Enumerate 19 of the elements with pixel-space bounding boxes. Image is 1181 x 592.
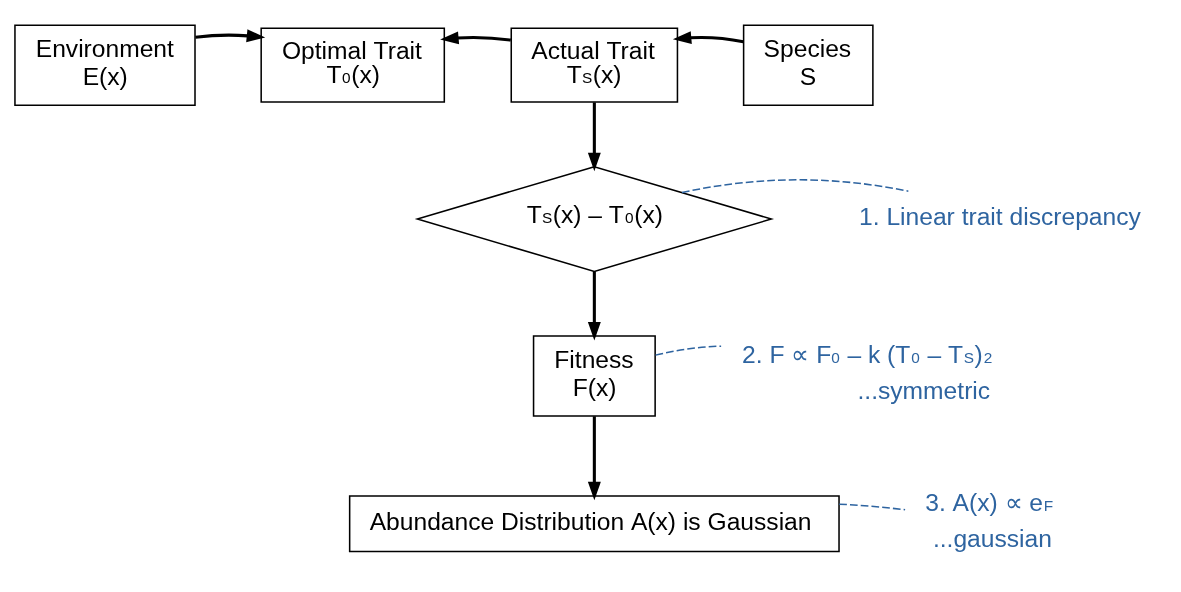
- arrow: [672, 31, 744, 45]
- arrow: [587, 271, 601, 341]
- node-box: Abundance Distribution A(x) is Gaussian: [348, 495, 840, 553]
- connector: [838, 503, 906, 511]
- node-box: Fitness F(x): [532, 335, 656, 417]
- connector: [681, 179, 910, 194]
- node-text: 1. Linear trait discrepancy: [859, 202, 1141, 230]
- arrow: [195, 29, 266, 43]
- arrow: [440, 31, 511, 45]
- node-box: Environment E(x): [14, 24, 196, 106]
- node-text: 3. A(x) ∝ eF ...gaussian: [925, 489, 1054, 552]
- arrow: [587, 102, 601, 172]
- node-box: Actual Trait TS(x): [510, 27, 679, 103]
- arrow: [587, 416, 601, 501]
- node-box: Species S: [742, 24, 874, 106]
- node-box: Optimal Trait T0(x): [260, 27, 446, 103]
- node-text: 2. F ∝ F0 – k (T0 – TS)2 ...symmetric: [742, 341, 993, 404]
- connector: [654, 345, 722, 356]
- node-diamond: TS(x) – T0(x): [414, 165, 775, 273]
